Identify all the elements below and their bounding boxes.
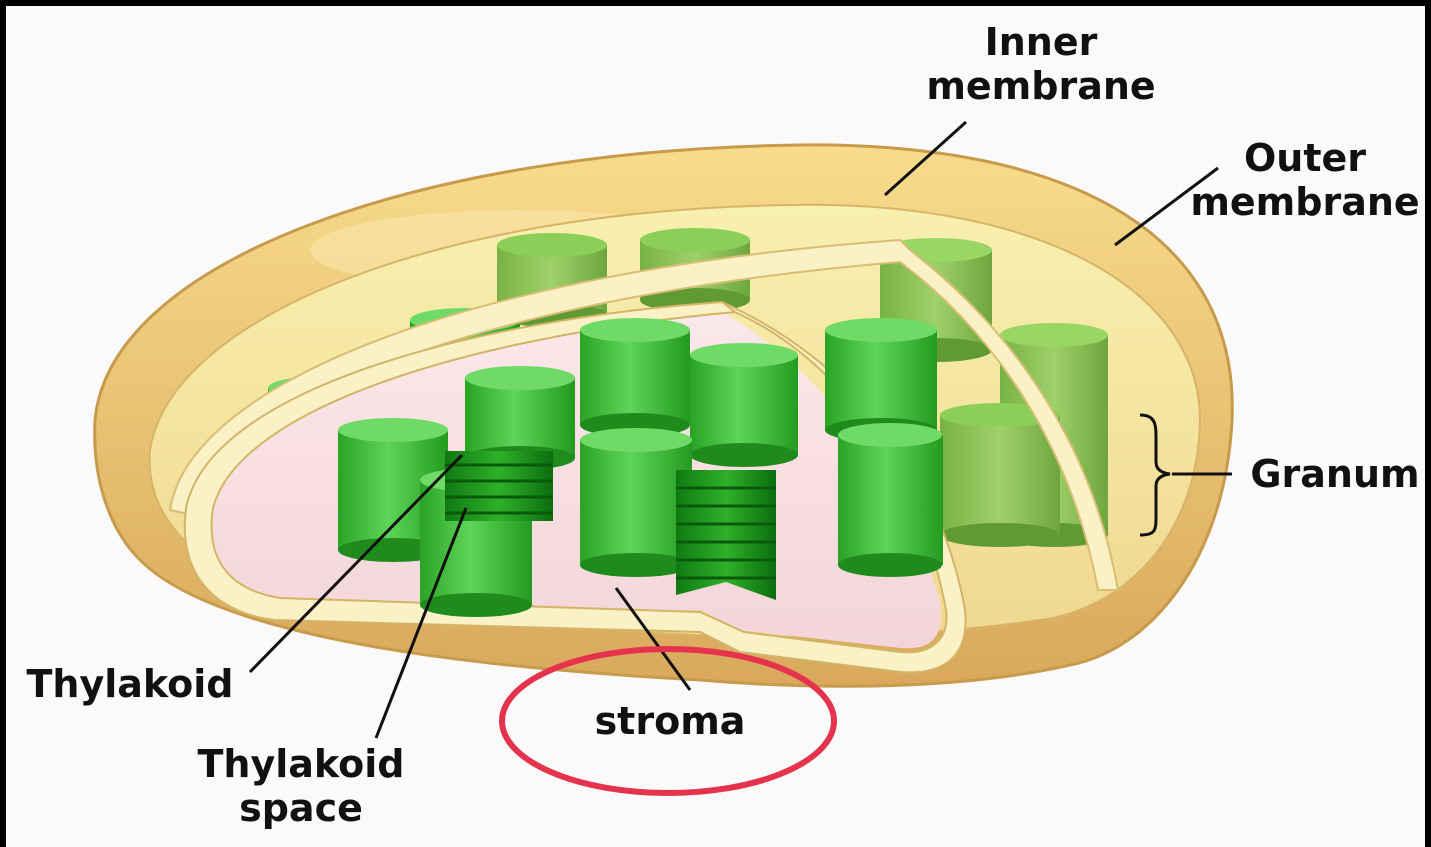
thylakoid-label: Thylakoid <box>10 662 250 706</box>
outer-membrane-label: Outer membrane <box>1180 136 1430 224</box>
thylakoid-space-label: Thylakoid space <box>176 742 426 830</box>
stroma-label: stroma <box>565 699 775 743</box>
granum-label: Granum <box>1240 452 1430 496</box>
inner-membrane-label: Inner membrane <box>906 20 1176 108</box>
